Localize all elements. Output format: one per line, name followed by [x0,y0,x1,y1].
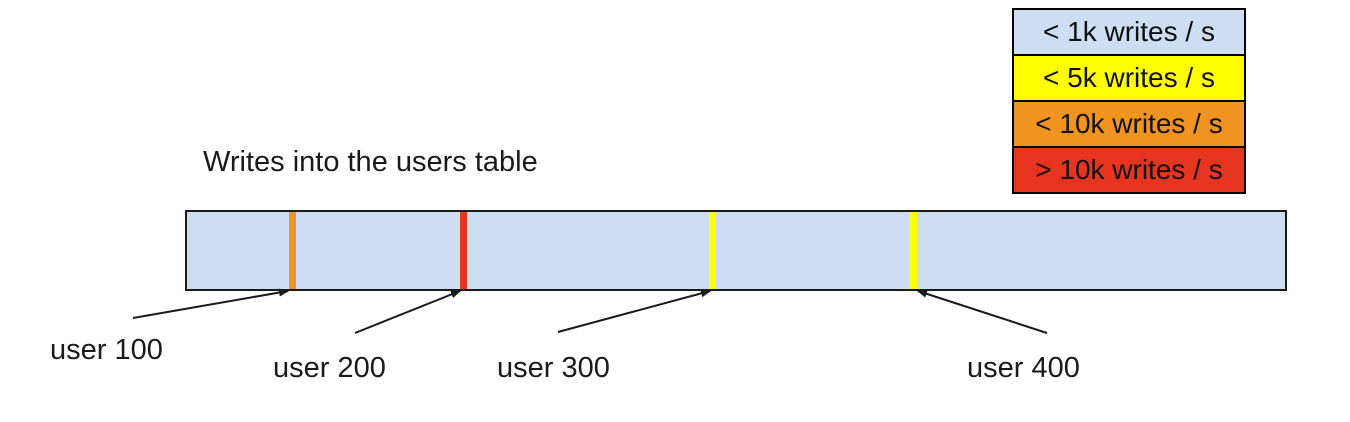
legend-item-label: < 1k writes / s [1043,16,1215,47]
legend-item-2: < 10k writes / s [1012,100,1246,148]
hotspot-stripe-user-300 [709,212,716,289]
legend-item-label: < 5k writes / s [1043,62,1215,93]
pointer-arrow-0 [132,288,290,319]
legend-item-label: > 10k writes / s [1035,154,1223,185]
hotspot-stripe-user-200 [460,212,467,289]
hotspot-stripe-user-400 [910,212,917,289]
write-rate-legend: < 1k writes / s < 5k writes / s < 10k writ… [1012,8,1246,194]
legend-item-1: < 5k writes / s [1012,54,1246,102]
pointer-arrow-2 [557,289,712,333]
user-label-user-400: user 400 [967,352,1080,384]
users-table-bar [185,210,1287,291]
pointer-arrow-1 [354,290,462,334]
diagram-title: Writes into the users table [203,146,538,178]
user-label-user-200: user 200 [273,352,386,384]
user-label-user-300: user 300 [497,352,610,384]
hotspot-stripe-user-100 [289,212,296,289]
legend-item-label: < 10k writes / s [1035,108,1223,139]
user-label-user-100: user 100 [50,334,163,366]
legend-item-0: < 1k writes / s [1012,8,1246,56]
legend-item-3: > 10k writes / s [1012,146,1246,194]
pointer-arrow-3 [916,289,1048,334]
